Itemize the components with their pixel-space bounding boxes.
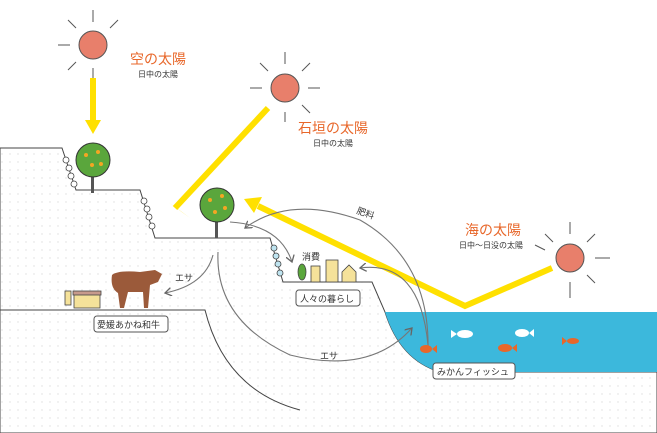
feed-fish-arrow	[217, 251, 412, 362]
daily-life-label: 人々の暮らし	[300, 293, 354, 305]
sun-sky-icon	[58, 10, 119, 78]
fish-icons	[420, 329, 579, 353]
feed-cow-arrow	[165, 254, 214, 293]
feed-fish-label: エサ	[320, 351, 338, 362]
fish-to-life-arrow	[360, 267, 429, 346]
sun-stonewall-title: 石垣の太陽	[298, 121, 368, 137]
sunlight-arrows	[90, 78, 554, 310]
mikan-tree-icon	[199, 187, 235, 238]
feed-cow-label: エサ	[175, 273, 193, 284]
farm-building-icon	[64, 290, 102, 309]
fertilizer-arrow	[245, 208, 429, 351]
sun-sea-title: 海の太陽	[465, 223, 521, 239]
sun-stonewall-icon	[250, 52, 320, 122]
sea	[385, 312, 657, 372]
cow-icon	[111, 270, 162, 308]
town-icon	[297, 259, 357, 283]
consumption-label: 消費	[302, 251, 320, 263]
sun-sea-icon	[534, 222, 610, 298]
arrow-head	[168, 202, 190, 218]
mikan-tree-icon	[75, 142, 111, 193]
fish-label: みかんフィッシュ	[437, 367, 509, 378]
arrow-head	[244, 197, 262, 213]
sun-sky-subtitle: 日中の太陽	[138, 69, 178, 79]
beef-label: 愛媛あかね和牛	[97, 319, 160, 331]
arrow-head	[85, 120, 101, 134]
daily-life-box	[295, 289, 361, 307]
stone-wall	[62, 156, 284, 277]
fish-box	[432, 362, 516, 380]
consumption-arrow	[229, 221, 292, 262]
sun-sea-subtitle: 日中〜日没の太陽	[459, 240, 523, 250]
sun-sky-title: 空の太陽	[130, 52, 186, 68]
lower-ground	[0, 309, 301, 411]
beef-box	[93, 315, 169, 333]
sun-stonewall-subtitle: 日中の太陽	[313, 138, 353, 148]
